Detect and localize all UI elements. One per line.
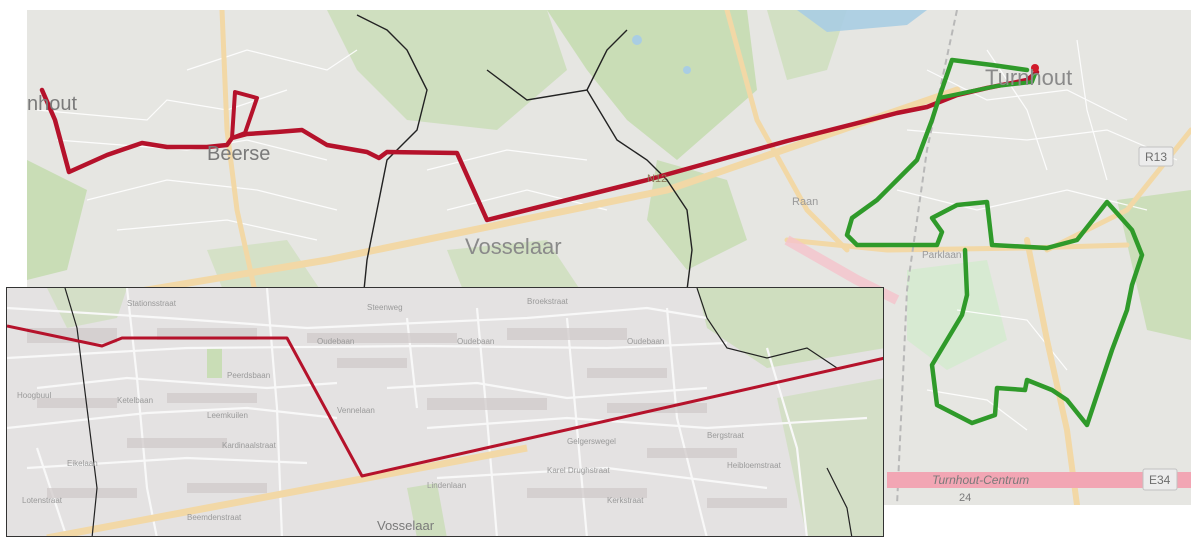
inset-street-label: Heibloemstraat	[727, 461, 782, 470]
inset-street-label: Broekstraat	[527, 297, 569, 306]
municipal-boundaries	[356, 14, 693, 311]
label-turnhout-centrum: Turnhout-Centrum	[932, 473, 1029, 487]
main-map-canvas: nhout Beerse Vosselaar Turnhout Raan Par…	[27, 10, 1191, 505]
inset-street-label: Stationsstraat	[127, 299, 177, 308]
label-parklaan: Parklaan	[922, 250, 961, 261]
red-route-loop	[230, 90, 259, 140]
inset-building-texture	[27, 328, 787, 508]
label-raan: Raan	[792, 196, 818, 208]
inset-major-road	[46, 444, 528, 536]
label-turnhout-west: nhout	[27, 93, 77, 115]
shield-e34: E34	[1142, 468, 1178, 491]
inset-map-canvas: Stationsstraat Steenweg Oudebaan Oudebaa…	[7, 288, 883, 536]
inset-street-label: Gelgerswegel	[567, 437, 616, 446]
inset-street-label: Peerdsbaan	[227, 371, 270, 380]
label-turnhout: Turnhout	[985, 65, 1072, 90]
inset-streets	[7, 288, 868, 536]
inset-street-label: Oudebaan	[317, 337, 354, 346]
green-route	[844, 57, 1145, 428]
inset-street-label: Bergstraat	[707, 431, 745, 440]
inset-street-label: Vennelaan	[337, 406, 375, 415]
shield-e34-label: E34	[1149, 473, 1171, 487]
railway	[896, 10, 958, 505]
major-roads	[27, 10, 1191, 505]
inset-street-label: Ketelbaan	[117, 396, 153, 405]
inset-street-label: Oudebaan	[627, 337, 664, 346]
inset-street-label: Beemdenstraat	[187, 513, 242, 522]
inset-street-label: Leemkuilen	[207, 411, 248, 420]
water	[632, 10, 927, 74]
inset-street-label: Hoogbuul	[17, 391, 51, 400]
inset-street-label: Eikelaan	[67, 459, 98, 468]
red-route-main	[39, 69, 1040, 223]
shield-r13-label: R13	[1145, 150, 1167, 164]
label-vosselaar: Vosselaar	[465, 234, 562, 259]
inset-boundaries	[64, 288, 853, 536]
inset-street-label: Kerkstraat	[607, 496, 644, 505]
label-n-road: N12	[647, 173, 667, 185]
inset-street-label: Lotenstraat	[22, 496, 63, 505]
inset-street-label: Oudebaan	[457, 337, 494, 346]
shield-r13: R13	[1138, 146, 1174, 167]
inset-red-route	[7, 324, 883, 478]
inset-street-label: Kardinaalstraat	[222, 441, 277, 450]
residential-blocks	[36, 39, 1178, 431]
label-beerse: Beerse	[207, 143, 270, 165]
inset-map[interactable]: Stationsstraat Steenweg Oudebaan Oudebaa…	[6, 287, 884, 537]
label-exit-24: 24	[959, 492, 971, 504]
inset-street-label: Karel Drughstraat	[547, 466, 610, 475]
inset-street-label: Steenweg	[367, 303, 403, 312]
inset-street-label: Lindenlaan	[427, 481, 466, 490]
red-route-end-marker	[1031, 64, 1039, 72]
green-route-north-link	[938, 73, 1037, 100]
inset-label-vosselaar: Vosselaar	[377, 518, 435, 533]
